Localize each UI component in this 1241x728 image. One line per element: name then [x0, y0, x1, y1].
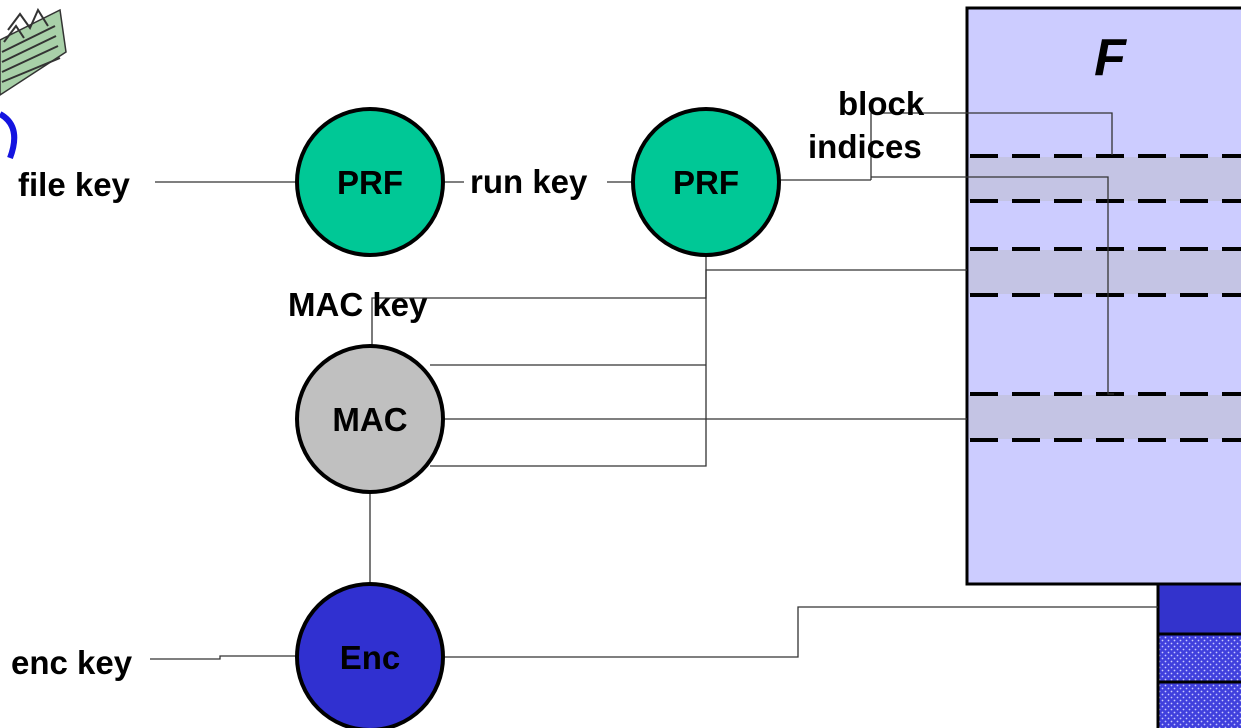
block-highlight-3 — [969, 395, 1241, 439]
prf-node-2 — [631, 107, 781, 257]
prf-node-1 — [295, 107, 445, 257]
connectors — [150, 112, 1158, 660]
enc-node-label: Enc — [340, 639, 401, 676]
mac-node — [295, 344, 445, 494]
prf-node-1-label: PRF — [337, 164, 403, 201]
blue-arc-clipart — [0, 111, 18, 160]
enc-key-label: enc key — [11, 644, 133, 681]
dotted-block-1 — [1156, 632, 1241, 684]
file-title: F — [1094, 29, 1127, 87]
block-dividers — [970, 154, 1241, 442]
enc-node — [295, 582, 445, 728]
encrypted-tag-block — [1156, 582, 1241, 636]
mac-key-label: MAC key — [288, 286, 428, 323]
dotted-block-2 — [1156, 680, 1241, 728]
document-stack-clipart — [0, 7, 67, 96]
block-indices-label-line1: block — [838, 85, 925, 122]
file-key-label: file key — [18, 166, 130, 203]
mac-node-label: MAC — [332, 401, 407, 438]
run-key-label: run key — [470, 163, 588, 200]
block-indices-label-line2: indices — [808, 128, 922, 165]
prf-node-2-label: PRF — [673, 164, 739, 201]
block-highlight-2 — [969, 250, 1241, 294]
block-highlight-1 — [969, 157, 1241, 201]
